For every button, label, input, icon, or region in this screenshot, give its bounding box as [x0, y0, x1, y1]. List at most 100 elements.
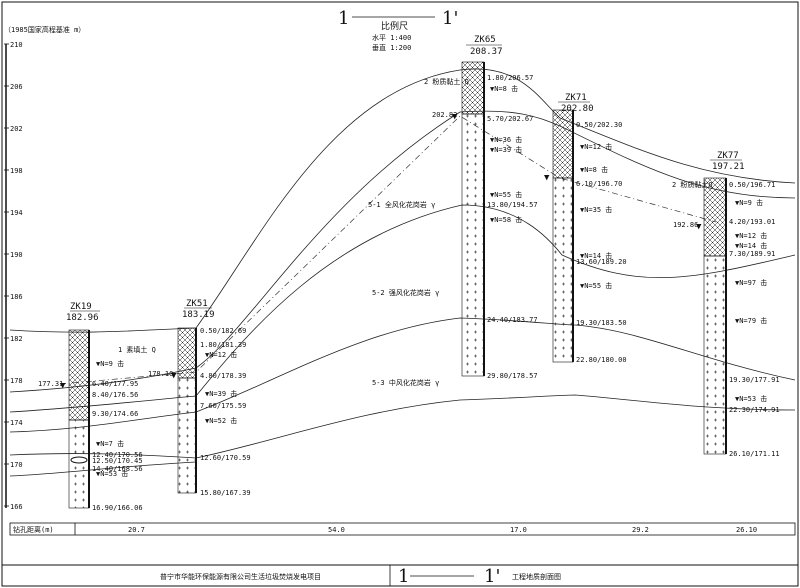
- layer-label: 14.40/168.56: [92, 465, 143, 473]
- section-left-label: 1: [338, 8, 349, 29]
- spt-label: ▼N=58 击: [490, 215, 522, 224]
- spt-label: ▼N=12 击: [580, 142, 612, 151]
- spt-label: ▼N=8 击: [580, 165, 608, 174]
- project-name: 普宁市华能环保能源有限公司生活垃圾焚烧发电项目: [160, 572, 321, 581]
- borehole-id: ZK19: [70, 302, 92, 312]
- section-right-label: 1': [442, 8, 458, 29]
- elevation-tick-label: 182: [10, 335, 23, 343]
- spt-label: ▼N=79 击: [735, 316, 767, 325]
- layer-label: 9.30/174.66: [92, 410, 138, 418]
- layer-label: 26.10/171.11: [729, 450, 780, 458]
- spt-label: ▼N=52 击: [205, 416, 237, 425]
- borehole-top-elev: 208.37: [470, 47, 503, 57]
- elevation-tick-label: 174: [10, 419, 23, 427]
- elevation-tick-label: 202: [10, 125, 23, 133]
- borehole-top-elev: 202.80: [561, 104, 594, 114]
- stratum-label: 5-1 全风化花岗岩 γ: [368, 200, 435, 209]
- spt-label: ▼N=12 击: [735, 231, 767, 240]
- elevation-tick-label: 190: [10, 251, 23, 259]
- spt-label: ▼N=9 击: [735, 198, 763, 207]
- elevation-tick-label: 206: [10, 83, 23, 91]
- borehole-id: ZK77: [717, 151, 739, 161]
- borehole-id: ZK71: [565, 93, 587, 103]
- borehole-top-elev: 197.21: [712, 162, 745, 172]
- distance-value: 54.0: [328, 526, 345, 534]
- distance-value: 29.2: [632, 526, 649, 534]
- stratum-label: 5-3 中风化花岗岩 γ: [372, 378, 439, 387]
- borehole-id: ZK51: [186, 299, 208, 309]
- spt-label: ▼N=53 击: [96, 469, 128, 478]
- layer-label: 6.40/177.95: [92, 380, 138, 388]
- water-marker: ▼: [696, 222, 702, 232]
- elevation-tick-label: 166: [10, 503, 23, 511]
- layer-label: 1.80/206.57: [487, 74, 533, 82]
- stratum-boundaries: [9, 68, 796, 477]
- elevation-axis-label: （1985国家高程基准 m）: [4, 25, 85, 34]
- layer-label: 5.70/202.67: [487, 115, 533, 123]
- layer-label: 24.40/183.77: [487, 316, 538, 324]
- borehole-top-elev: 182.96: [66, 313, 99, 323]
- borehole-zk71: ZK71 202.80 0.50/202.30 6.10/196.70 13.6…: [544, 93, 627, 364]
- spt-label: ▼N=97 击: [735, 278, 767, 287]
- footer-section-left: 1: [398, 566, 409, 587]
- layer-label: 6.10/196.70: [576, 180, 622, 188]
- spt-label: ▼N=12 击: [205, 350, 237, 359]
- layer-label: 0.50/196.71: [729, 181, 775, 189]
- borehole-zk65: ZK65 208.37 1.80/206.57 5.70/202.67 13.8…: [424, 35, 538, 380]
- groundwater-line: [59, 115, 717, 385]
- elevation-tick-label: 198: [10, 167, 23, 175]
- elevation-tick-label: 210: [10, 41, 23, 49]
- layer-label: 7.30/189.91: [729, 250, 775, 258]
- water-marker: ▼: [60, 381, 66, 391]
- stratum-label: 1 素填土 Q: [118, 345, 156, 354]
- distance-value: 20.7: [128, 526, 145, 534]
- elevation-tick-label: 178: [10, 377, 23, 385]
- spt-label: ▼N=9 击: [96, 359, 124, 368]
- spt-label: ▼N=55 击: [580, 281, 612, 290]
- layer-label: 4.80/178.39: [200, 372, 246, 380]
- spt-label: ▼N=39 击: [205, 389, 237, 398]
- stratum-label: 2 粉质黏土Q: [672, 180, 713, 189]
- layer-label: 13.60/189.20: [576, 258, 627, 266]
- borehole-top-elev: 183.19: [182, 310, 215, 320]
- title-block: 普宁市华能环保能源有限公司生活垃圾焚烧发电项目 1 1' 工程地质剖面图: [160, 565, 561, 587]
- distance-value: 26.10: [736, 526, 757, 534]
- water-marker: ▼: [452, 112, 458, 122]
- layer-label: 8.40/176.56: [92, 391, 138, 399]
- water-marker: ▼: [171, 371, 177, 381]
- spt-label: ▼N=8 击: [490, 84, 518, 93]
- layer-label: 15.80/167.39: [200, 489, 251, 497]
- water-level: 202.82: [432, 111, 457, 119]
- spt-label: ▼N=55 击: [490, 190, 522, 199]
- layer-label: 19.30/183.50: [576, 319, 627, 327]
- layer-label: 1.80/181.39: [200, 341, 246, 349]
- stratum-label: 5-2 强风化花岗岩 γ: [372, 288, 439, 297]
- layer-label: 4.20/193.01: [729, 218, 775, 226]
- layer-label: 22.30/174.91: [729, 406, 780, 414]
- legend-title: 比例尺: [381, 20, 408, 32]
- spt-label: ▼N=35 击: [580, 205, 612, 214]
- layer-label: 22.80/180.00: [576, 356, 627, 364]
- layer-label: 13.80/194.57: [487, 201, 538, 209]
- elevation-tick-label: 194: [10, 209, 23, 217]
- layer-label: 12.40/170.56: [92, 451, 143, 459]
- borehole-id: ZK65: [474, 35, 496, 45]
- layer-label: 29.80/178.57: [487, 372, 538, 380]
- layer-label: 16.90/166.06: [92, 504, 143, 512]
- layer-label: 7.60/175.59: [200, 402, 246, 410]
- distance-value: 17.0: [510, 526, 527, 534]
- footer-section-right: 1': [484, 566, 500, 587]
- borehole-zk77: ZK77 197.21 0.50/196.71 4.20/193.01 7.30…: [672, 151, 780, 458]
- spt-label: ▼N=39 击: [490, 145, 522, 154]
- borehole-zk19: ZK19 182.96 6.40/177.95 8.40/176.56 9.30…: [38, 302, 143, 512]
- stratum-label: 2 粉质黏土 Q: [424, 77, 469, 86]
- layer-label: 0.50/202.30: [576, 121, 622, 129]
- distance-row: 钻孔距离(m) 20.7 54.0 17.0 29.2 26.10: [9, 522, 796, 536]
- drawing-title: 工程地质剖面图: [512, 572, 561, 581]
- borehole-zk51: ZK51 183.19 0.50/182.69 1.80/181.39 4.80…: [118, 299, 251, 497]
- layer-label: 19.30/177.91: [729, 376, 780, 384]
- water-level: 178.10: [148, 370, 173, 378]
- scale-vertical: 垂直 1:200: [372, 43, 411, 52]
- layer-label: 12.60/170.59: [200, 454, 251, 462]
